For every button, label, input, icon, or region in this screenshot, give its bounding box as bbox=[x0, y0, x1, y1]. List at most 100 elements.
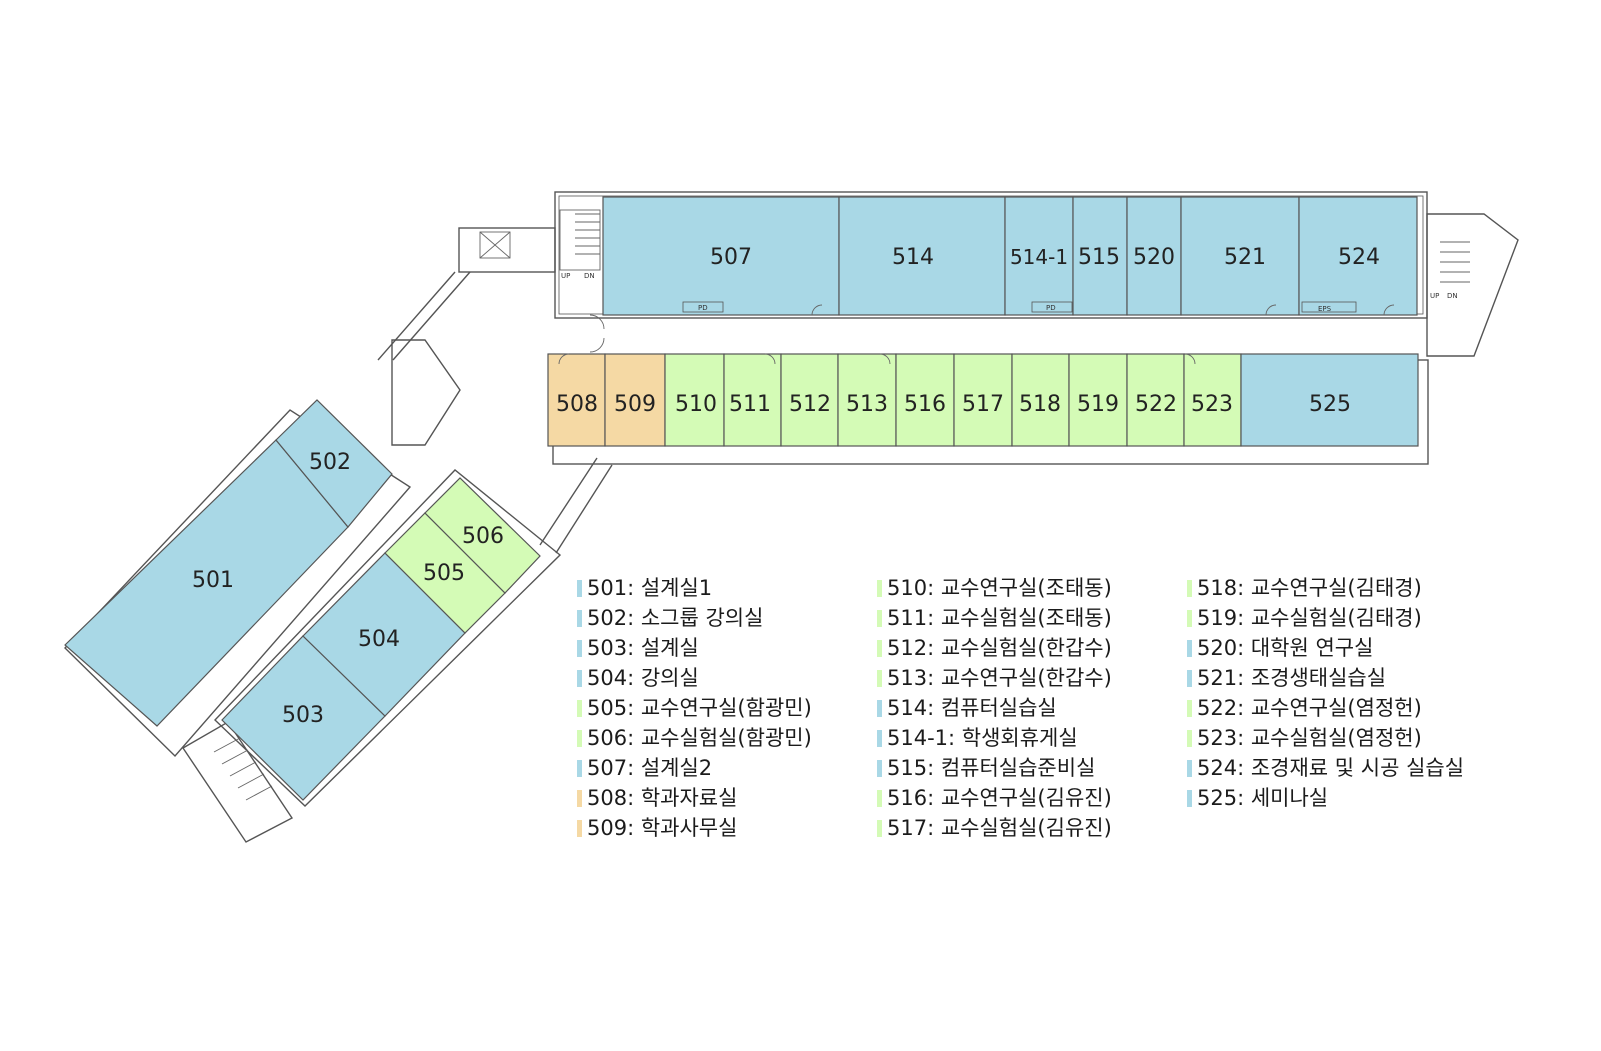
label-501: 501 bbox=[192, 568, 234, 593]
label-520: 520 bbox=[1133, 245, 1175, 270]
label-515: 515 bbox=[1078, 245, 1120, 270]
room-510[interactable] bbox=[664, 353, 725, 447]
legend-text: 523: 교수실험실(염정헌) bbox=[1197, 726, 1422, 750]
legend-text: 501: 설계실1 bbox=[587, 576, 713, 600]
legend-item: 514-1: 학생회휴게실 bbox=[877, 723, 1112, 753]
legend-text: 518: 교수연구실(김태경) bbox=[1197, 576, 1422, 600]
legend-text: 505: 교수연구실(함광민) bbox=[587, 696, 812, 720]
room-519[interactable] bbox=[1068, 353, 1128, 447]
connector-wall-a bbox=[377, 271, 456, 361]
legend-item: 517: 교수실험실(김유진) bbox=[877, 813, 1112, 843]
eps-label: EPS bbox=[1318, 305, 1332, 313]
label-510: 510 bbox=[675, 392, 717, 417]
legend-text: 524: 조경재료 및 시공 실습실 bbox=[1197, 756, 1465, 780]
plan-details bbox=[213, 209, 1470, 801]
room-512[interactable] bbox=[780, 353, 839, 447]
legend-swatch bbox=[1187, 639, 1192, 657]
legend-item: 511: 교수실험실(조태동) bbox=[877, 603, 1112, 633]
legend-item: 524: 조경재료 및 시공 실습실 bbox=[1187, 753, 1464, 783]
label-516: 516 bbox=[904, 392, 946, 417]
room-508[interactable] bbox=[547, 353, 606, 447]
legend-text: 502: 소그룹 강의실 bbox=[587, 606, 764, 630]
connector-wall-c bbox=[539, 457, 598, 546]
legend-item: 509: 학과사무실 bbox=[577, 813, 812, 843]
room-513[interactable] bbox=[837, 353, 897, 447]
legend-swatch bbox=[577, 729, 582, 747]
legend-text: 507: 설계실2 bbox=[587, 756, 713, 780]
legend-item: 510: 교수연구실(조태동) bbox=[877, 573, 1112, 603]
eps-box bbox=[1301, 301, 1357, 313]
room-515[interactable] bbox=[1072, 196, 1128, 316]
dn-label-west: DN bbox=[584, 272, 595, 280]
legend-text: 525: 세미나실 bbox=[1197, 786, 1329, 810]
legend-text: 517: 교수실험실(김유진) bbox=[887, 816, 1112, 840]
room-514[interactable] bbox=[838, 196, 1006, 316]
label-505: 505 bbox=[423, 561, 465, 586]
room-511[interactable] bbox=[723, 353, 782, 447]
east-stair-outline bbox=[1426, 213, 1519, 357]
legend-text: 503: 설계실 bbox=[587, 636, 699, 660]
legend-swatch bbox=[1187, 669, 1192, 687]
room-520[interactable] bbox=[1126, 196, 1182, 316]
legend-item: 507: 설계실2 bbox=[577, 753, 812, 783]
label-521: 521 bbox=[1224, 245, 1266, 270]
legend-column-3: 518: 교수연구실(김태경) 519: 교수실험실(김태경) 520: 대학원… bbox=[1187, 573, 1464, 813]
legend-text: 506: 교수실험실(함광민) bbox=[587, 726, 812, 750]
room-506[interactable] bbox=[424, 477, 541, 594]
label-514: 514 bbox=[892, 245, 934, 270]
legend-item: 505: 교수연구실(함광민) bbox=[577, 693, 812, 723]
legend-swatch bbox=[1187, 579, 1192, 597]
label-503: 503 bbox=[282, 703, 324, 728]
room-523[interactable] bbox=[1183, 353, 1242, 447]
label-519: 519 bbox=[1077, 392, 1119, 417]
legend-swatch bbox=[1187, 789, 1192, 807]
legend-swatch bbox=[877, 789, 882, 807]
legend-item: 501: 설계실1 bbox=[577, 573, 812, 603]
legend-swatch bbox=[577, 819, 582, 837]
label-517: 517 bbox=[962, 392, 1004, 417]
pd-box-514-1 bbox=[1031, 301, 1073, 313]
legend-item: 516: 교수연구실(김유진) bbox=[877, 783, 1112, 813]
south-wing-outline bbox=[214, 469, 562, 807]
legend-swatch bbox=[1187, 759, 1192, 777]
room-517[interactable] bbox=[953, 353, 1013, 447]
connector-wall-b bbox=[392, 271, 471, 361]
legend-swatch bbox=[877, 759, 882, 777]
legend-item: 518: 교수연구실(김태경) bbox=[1187, 573, 1464, 603]
label-508: 508 bbox=[556, 392, 598, 417]
room-522[interactable] bbox=[1126, 353, 1185, 447]
label-523: 523 bbox=[1191, 392, 1233, 417]
label-522: 522 bbox=[1135, 392, 1177, 417]
label-509: 509 bbox=[614, 392, 656, 417]
legend-column-1: 501: 설계실1 502: 소그룹 강의실 503: 설계실 504: 강의실… bbox=[577, 573, 812, 843]
pd-box-507 bbox=[682, 301, 724, 313]
room-514-1[interactable] bbox=[1004, 196, 1074, 316]
room-518[interactable] bbox=[1011, 353, 1070, 447]
room-509[interactable] bbox=[604, 353, 666, 447]
legend-item: 515: 컴퓨터실습준비실 bbox=[877, 753, 1112, 783]
legend-text: 509: 학과사무실 bbox=[587, 816, 738, 840]
legend-swatch bbox=[877, 609, 882, 627]
legend-text: 508: 학과자료실 bbox=[587, 786, 738, 810]
legend-text: 514-1: 학생회휴게실 bbox=[887, 726, 1078, 750]
legend-item: 523: 교수실험실(염정헌) bbox=[1187, 723, 1464, 753]
room-521[interactable] bbox=[1180, 196, 1300, 316]
legend-item: 513: 교수연구실(한갑수) bbox=[877, 663, 1112, 693]
room-507[interactable] bbox=[602, 196, 840, 316]
room-516[interactable] bbox=[895, 353, 955, 447]
legend-item: 504: 강의실 bbox=[577, 663, 812, 693]
legend-swatch bbox=[877, 639, 882, 657]
room-labels: 507 514 514-1 515 520 521 524 508 509 51… bbox=[192, 245, 1380, 728]
room-502[interactable] bbox=[275, 399, 393, 528]
legend-item: 522: 교수연구실(염정헌) bbox=[1187, 693, 1464, 723]
south-stair-outline bbox=[182, 721, 294, 843]
legend-text: 520: 대학원 연구실 bbox=[1197, 636, 1374, 660]
legend-swatch bbox=[877, 699, 882, 717]
up-label-west: UP bbox=[561, 272, 570, 280]
room-524[interactable] bbox=[1298, 196, 1418, 316]
label-502: 502 bbox=[309, 450, 351, 475]
room-525[interactable] bbox=[1240, 353, 1419, 447]
pd-label-507: PD bbox=[698, 304, 708, 312]
legend-text: 515: 컴퓨터실습준비실 bbox=[887, 756, 1096, 780]
label-504: 504 bbox=[358, 627, 400, 652]
